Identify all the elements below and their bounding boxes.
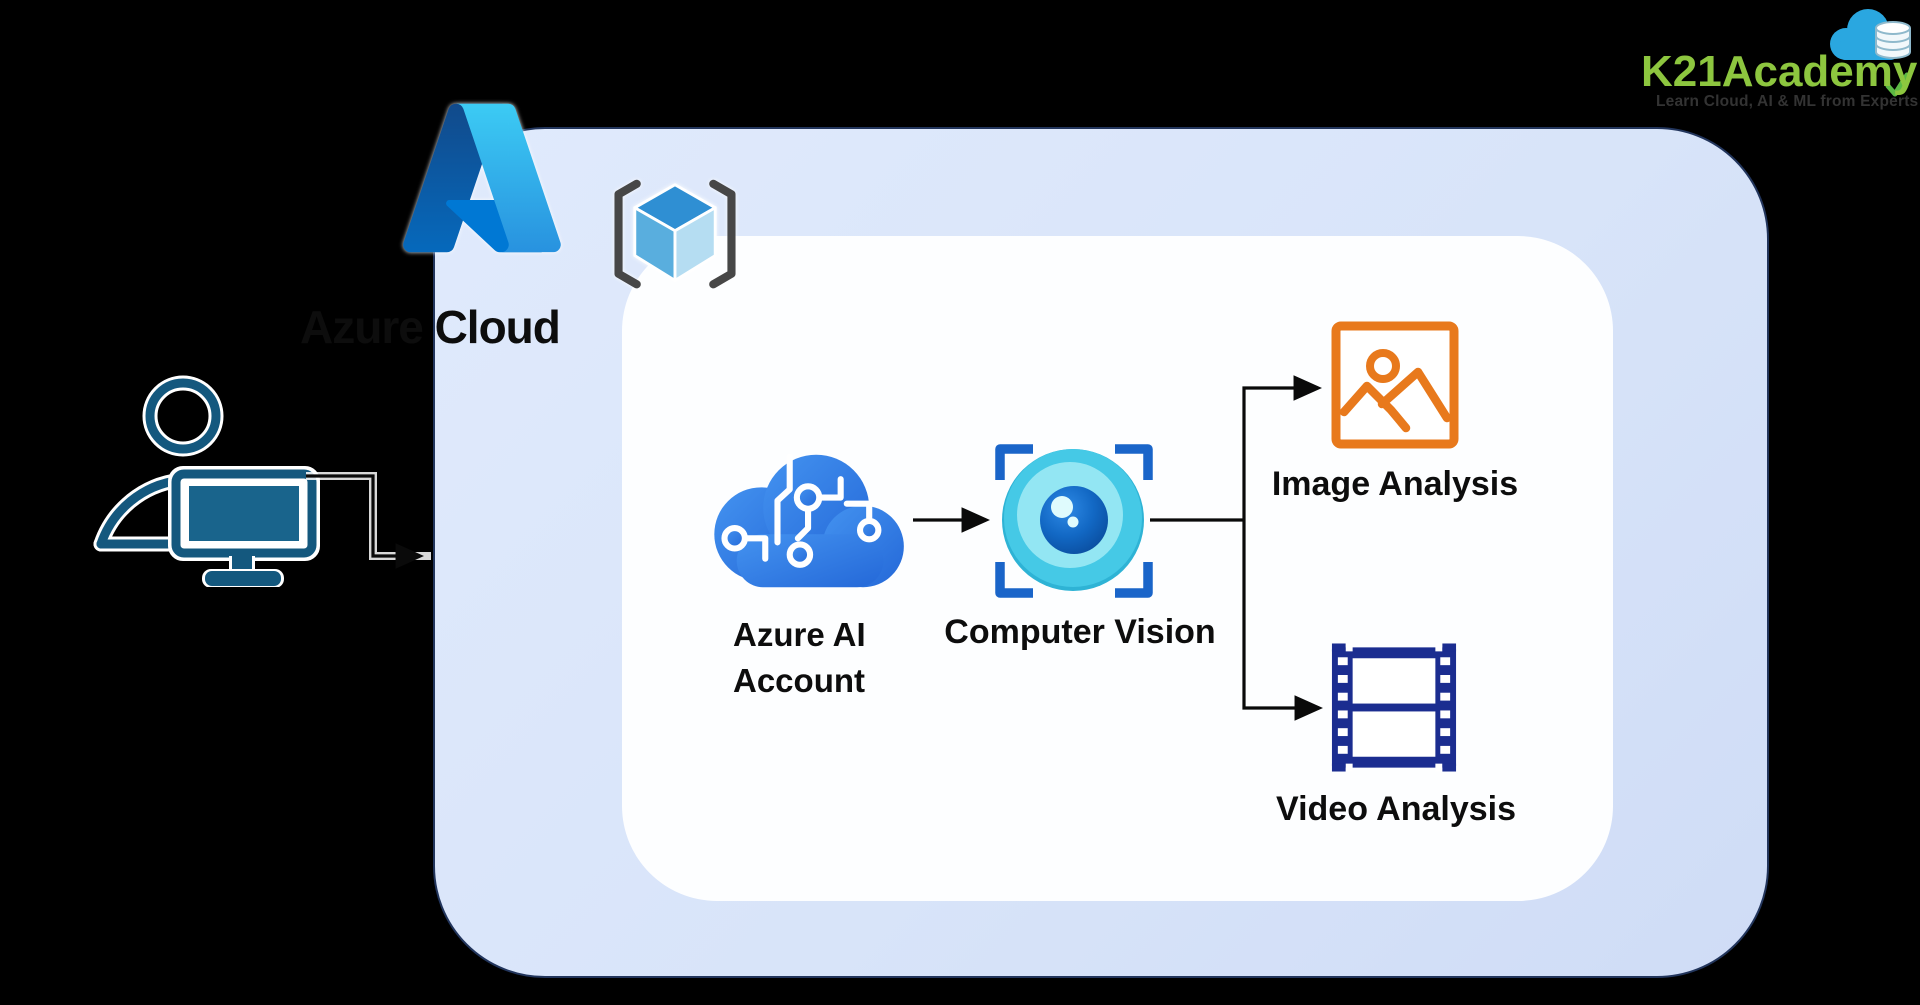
user-with-computer-icon (93, 375, 320, 587)
arrow-user-to-cloud (306, 474, 424, 569)
azure-ai-account-label: Azure AI Account (733, 616, 866, 699)
green-check-icon (1885, 72, 1910, 97)
film-strip-icon (1331, 643, 1457, 772)
computer-vision-eye-icon (995, 444, 1153, 598)
image-analysis-label: Image Analysis (1271, 465, 1519, 503)
k21academy-logo-text: K21Academy (1641, 47, 1918, 96)
arrow-to-video-analysis (1242, 520, 1323, 721)
image-picture-icon (1331, 321, 1459, 449)
azure-cloud-label: Azure Cloud (300, 301, 561, 353)
azure-ai-cloud-icon (714, 453, 904, 588)
k21-cloud-database-icon (1830, 9, 1911, 60)
k21academy-tagline: Learn Cloud, AI & ML from Experts (1656, 93, 1919, 110)
computer-vision-label: Computer Vision (944, 613, 1216, 651)
resource-cube-icon (614, 179, 736, 289)
arrow-to-image-analysis (1242, 375, 1322, 520)
video-analysis-label: Video Analysis (1276, 790, 1516, 828)
azure-logo-icon (403, 103, 561, 253)
